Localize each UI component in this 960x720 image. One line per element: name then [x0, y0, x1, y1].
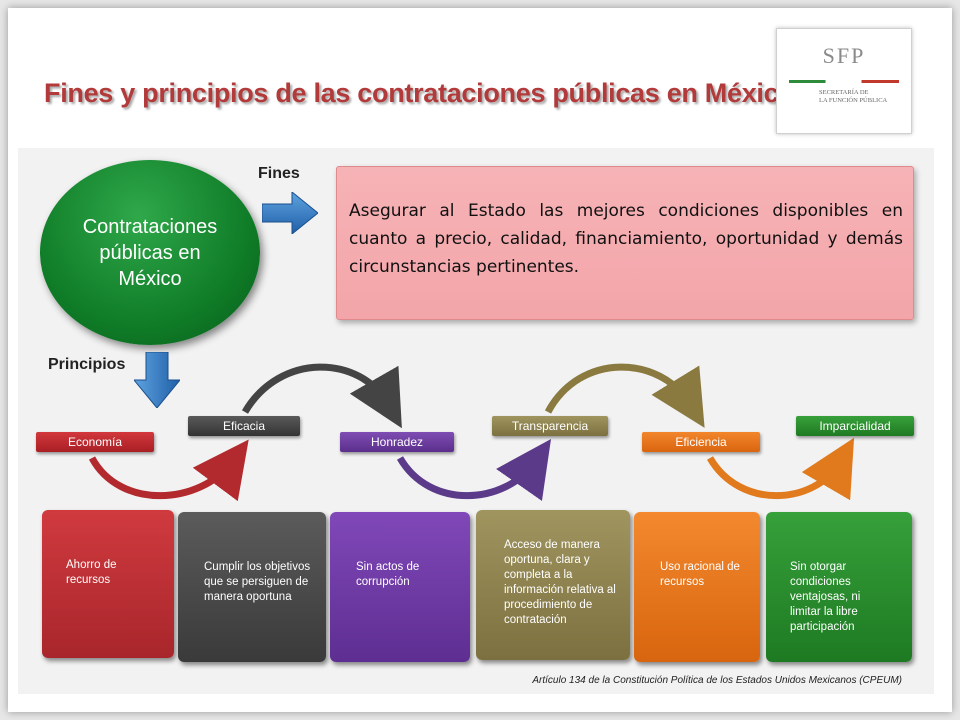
arrow-right-icon [262, 192, 318, 234]
card-economia: Ahorro de recursos [42, 510, 174, 658]
page-title: Fines y principios de las contrataciones… [44, 78, 795, 108]
tag-economia: Economía [36, 432, 154, 452]
card-eficacia-text: Cumplir los objetivos que se persiguen d… [204, 561, 311, 603]
card-honradez: Sin actos de corrupción [330, 512, 470, 662]
logo-acronym: SFP [822, 43, 866, 68]
card-honradez-text: Sin actos de corrupción [356, 561, 420, 588]
arc-eficacia-honradez [241, 363, 402, 429]
logo-subtitle: SECRETARÍA DE LA FUNCIÓN PÚBLICA [819, 89, 905, 105]
card-transparencia: Acceso de manera oportuna, clara y compl… [476, 510, 630, 660]
logo-subtitle-line-2: LA FUNCIÓN PÚBLICA [819, 97, 888, 104]
sfp-logo: SFP SECRETARÍA DE LA FUNCIÓN PÚBLICA [776, 28, 912, 134]
fines-text: Asegurar al Estado las mejores condicion… [349, 201, 903, 277]
fines-box: Asegurar al Estado las mejores condicion… [336, 166, 914, 320]
tag-eficacia: Eficacia [188, 416, 300, 436]
tag-imparcialidad: Imparcialidad [796, 416, 914, 436]
tag-eficiencia: Eficiencia [642, 432, 760, 452]
principios-label: Principios [48, 356, 126, 373]
center-ellipse: Contrataciones públicas en México [40, 160, 260, 345]
card-eficacia: Cumplir los objetivos que se persiguen d… [178, 512, 326, 662]
fines-label: Fines [258, 165, 300, 182]
arc-economia-eficacia [88, 439, 249, 502]
logo-tricolor-line [789, 80, 899, 83]
card-eficiencia: Uso racional de recursos [634, 512, 760, 662]
card-imparcialidad: Sin otorgar condiciones ventajosas, ni l… [766, 512, 912, 662]
card-economia-text: Ahorro de recursos [66, 559, 117, 586]
center-label: Contrataciones públicas en México [82, 215, 218, 290]
card-imparcialidad-text: Sin otorgar condiciones ventajosas, ni l… [790, 561, 861, 633]
arc-transparencia-eficiencia [544, 363, 705, 428]
card-eficiencia-text: Uso racional de recursos [660, 561, 740, 588]
arc-honradez-transparencia [396, 439, 552, 501]
tag-transparencia: Transparencia [492, 416, 608, 436]
logo-subtitle-line-1: SECRETARÍA DE [819, 89, 869, 96]
footnote: Artículo 134 de la Constitución Política… [532, 675, 902, 686]
card-transparencia-text: Acceso de manera oportuna, clara y compl… [504, 539, 616, 626]
tag-honradez: Honradez [340, 432, 454, 452]
arrow-down-icon [134, 352, 180, 408]
arc-eficiencia-imparcialidad [706, 437, 855, 501]
